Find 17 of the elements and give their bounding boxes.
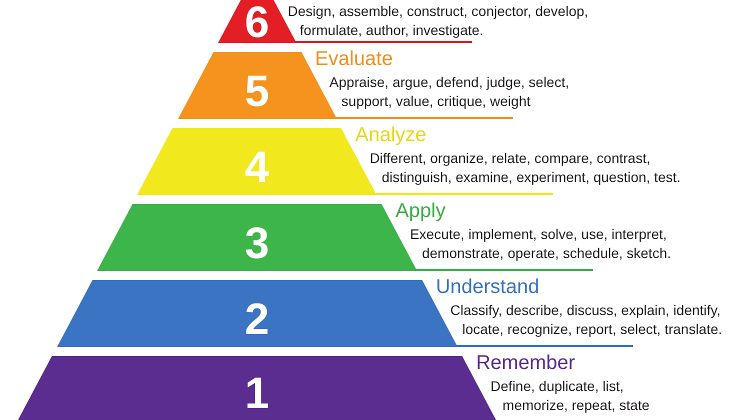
verb-list: Define, duplicate, list, memorize, repeat, state xyxy=(490,377,676,415)
verb-list: Design, assemble, construct, conjector, develop, formulate, author, investigate. xyxy=(288,2,633,40)
level-heading: Remember xyxy=(476,352,576,374)
level-number: 1 xyxy=(244,372,270,416)
verb-list: Different, organize, relate, compare, contrast, distinguish, examine, experiment, question, test. xyxy=(370,149,700,187)
level-number: 3 xyxy=(244,222,270,266)
level-number: 2 xyxy=(244,298,270,342)
level-heading: Analyze xyxy=(355,124,426,146)
level-heading: Apply xyxy=(396,200,446,222)
verb-list: Execute, implement, solve, use, interpret, demonstrate, operate, schedule, sketch. xyxy=(410,225,715,263)
level-number: 5 xyxy=(244,70,270,114)
level-heading: Understand xyxy=(436,276,540,298)
level-number: 4 xyxy=(244,146,270,190)
level-heading: Evaluate xyxy=(314,48,393,70)
level-number: 6 xyxy=(244,0,270,44)
verb-list: Classify, describe, discuss, explain, identify, locate, recognize, report, select, translate. xyxy=(450,301,748,339)
verb-list: Appraise, argue, defend, judge, select, support, value, critique, weight xyxy=(329,73,604,111)
